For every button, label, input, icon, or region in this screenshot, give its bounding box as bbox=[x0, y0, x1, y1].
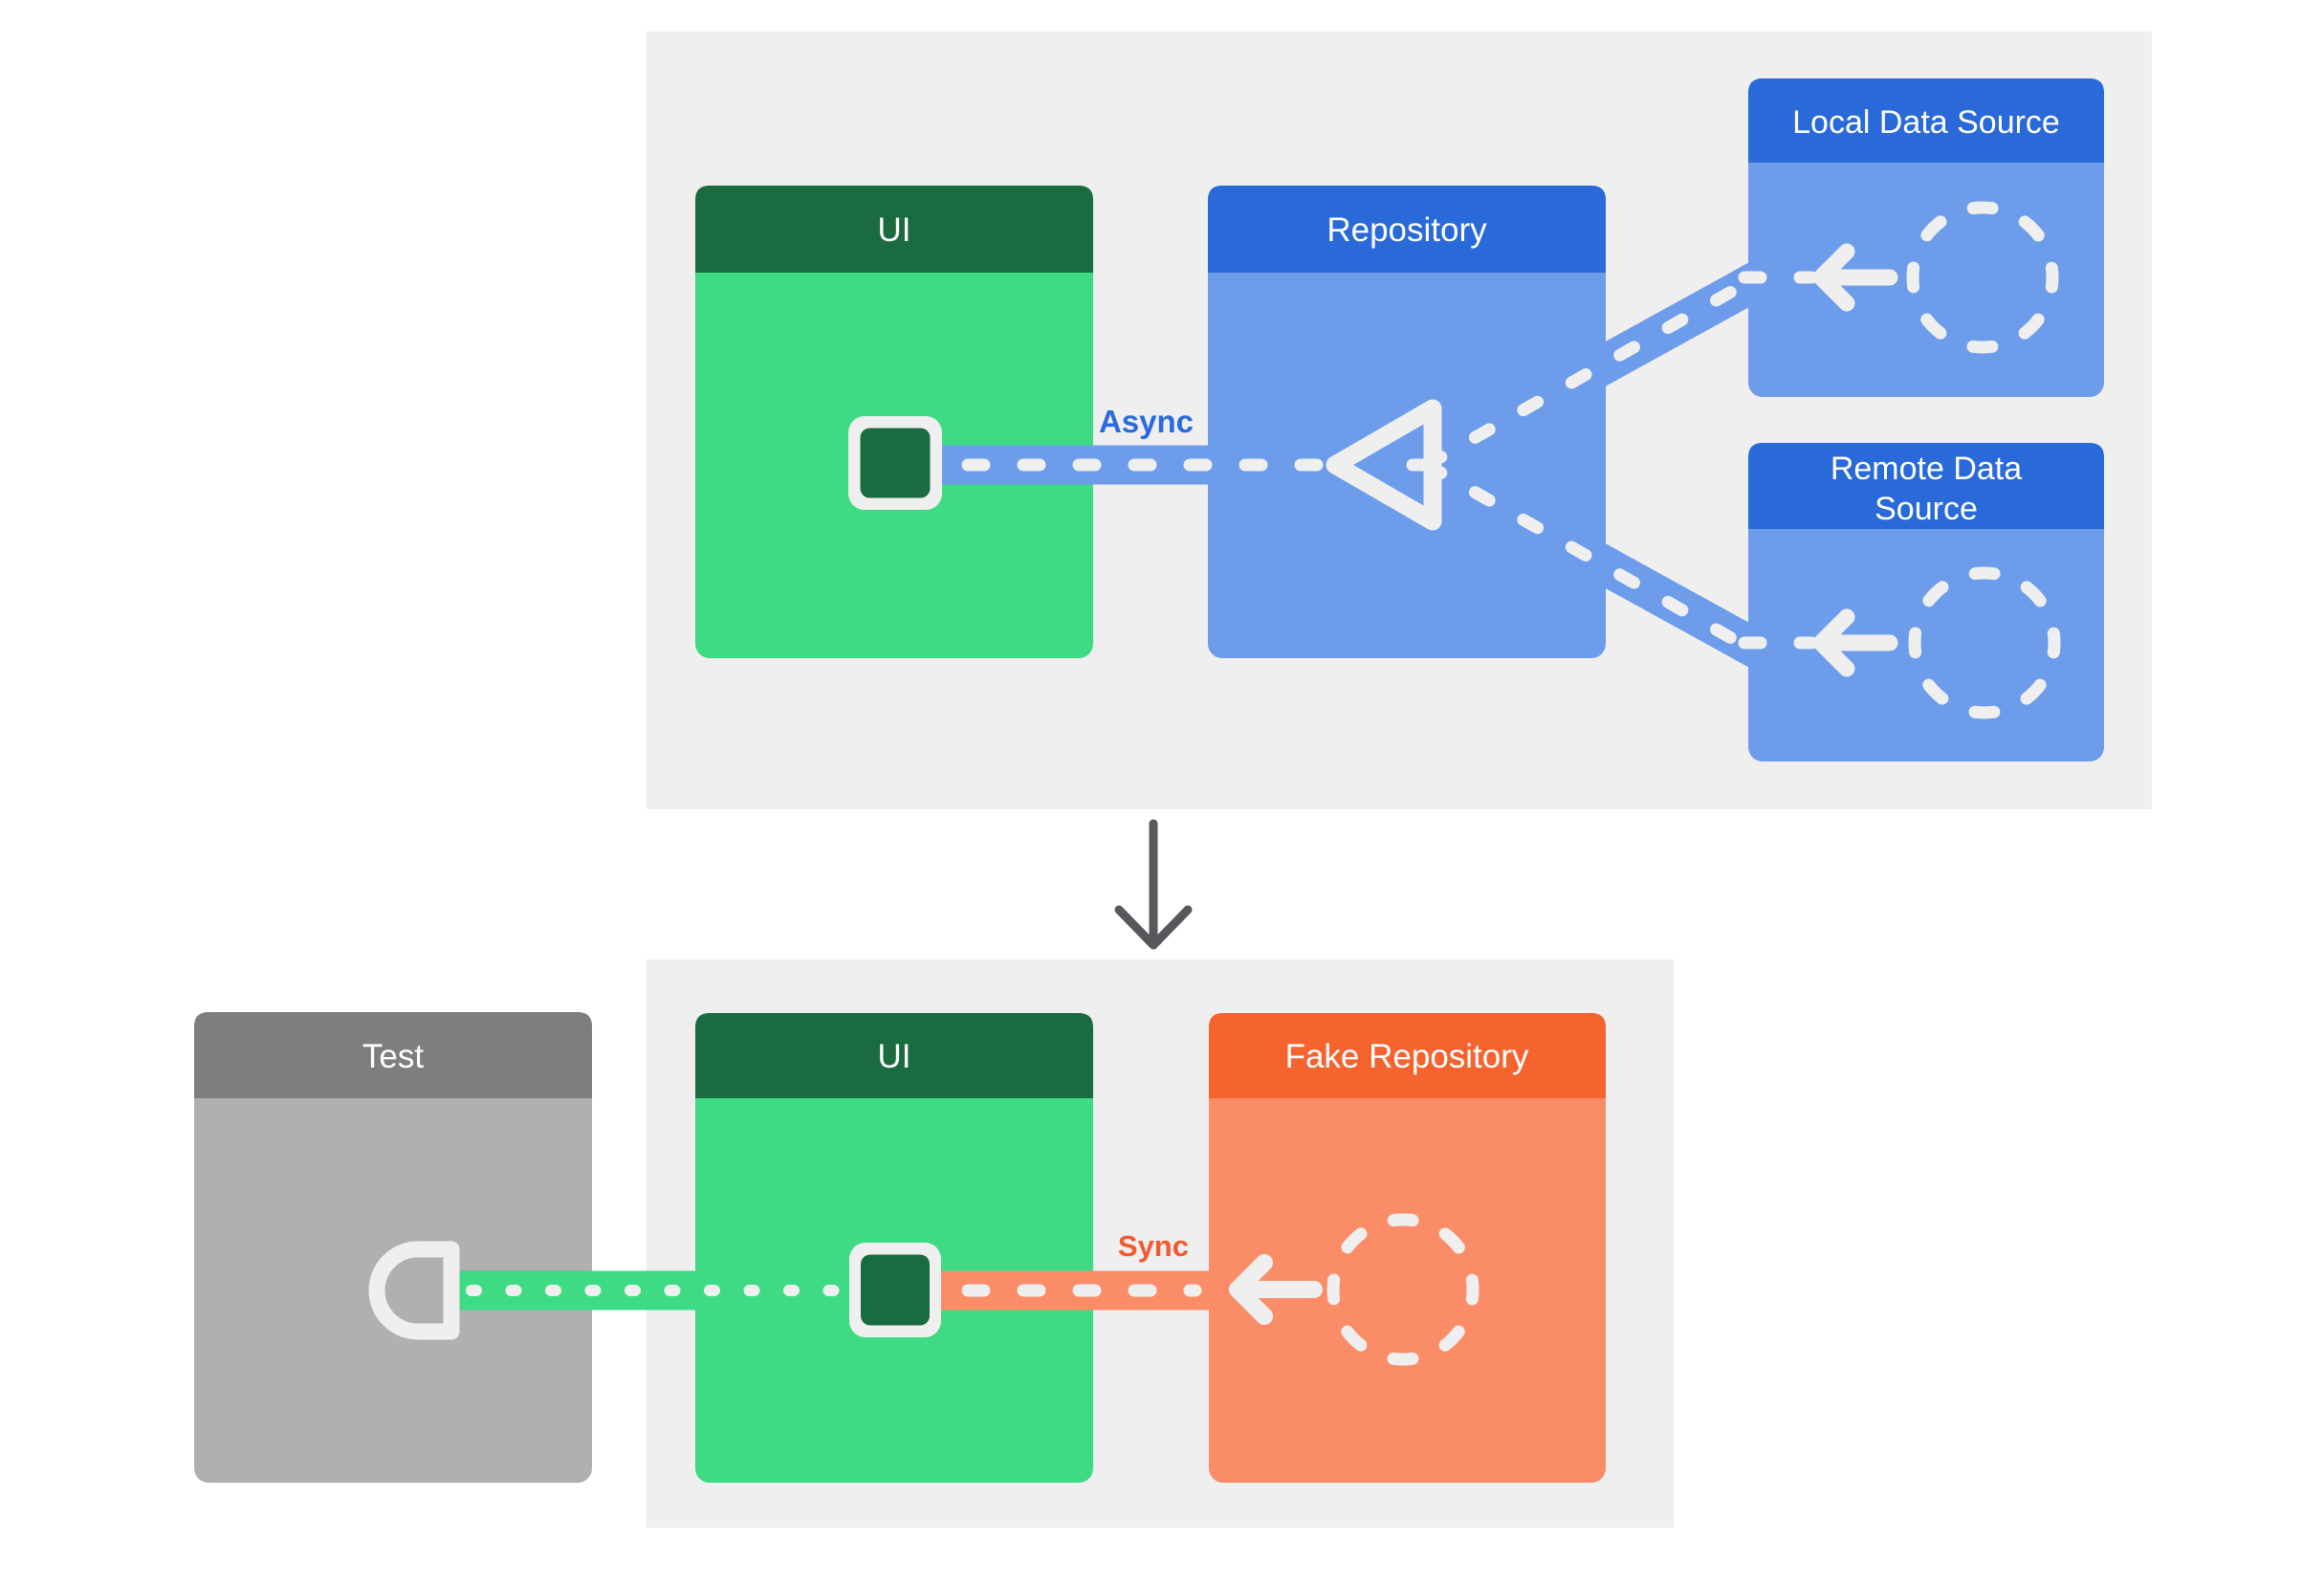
repository-header bbox=[1208, 186, 1606, 273]
remote-data-source-header bbox=[1748, 443, 2104, 529]
fake-repository-box: Fake Repository bbox=[1209, 1013, 1606, 1483]
fake-repository-dashed-circle-icon bbox=[1326, 1213, 1480, 1366]
ui-bottom-title: UI bbox=[878, 1038, 911, 1075]
ui-top-title: UI bbox=[878, 211, 911, 249]
down-arrow-icon bbox=[1114, 819, 1193, 950]
dashed-circles bbox=[1326, 201, 2061, 1366]
fake-repository-body bbox=[1209, 1013, 1606, 1483]
ui-bottom-header bbox=[695, 1013, 1093, 1098]
repository-title: Repository bbox=[1326, 211, 1487, 249]
local-data-source-header bbox=[1748, 78, 2104, 163]
ui-state-square-icon-top bbox=[848, 416, 942, 510]
dashed-flow-lines bbox=[466, 271, 1818, 1297]
remote-data-source-title-line1: Remote Data bbox=[1831, 451, 2022, 487]
remote-dashed-line bbox=[1420, 458, 1753, 653]
remote-dashed-circle-icon bbox=[1908, 566, 2061, 719]
async-label: Async bbox=[1099, 404, 1194, 439]
local-arrow-left-icon bbox=[1812, 243, 1898, 312]
local-dashed-circle-icon bbox=[1906, 201, 2059, 354]
flow-arrows bbox=[1229, 243, 1898, 1325]
test-box: Test bbox=[194, 1012, 592, 1483]
test-socket-icon bbox=[368, 1241, 460, 1340]
fake-repository-title: Fake Repository bbox=[1285, 1038, 1529, 1075]
flow-arrowhead-triangle-icon bbox=[1326, 399, 1442, 531]
test-header bbox=[194, 1012, 592, 1098]
ui-top-header bbox=[695, 186, 1093, 273]
local-dashed-line bbox=[1420, 276, 1753, 472]
fake-repository-arrow-left-icon bbox=[1229, 1254, 1323, 1325]
sync-label: Sync bbox=[1118, 1229, 1189, 1263]
local-data-source-box: Local Data Source bbox=[1748, 78, 2104, 397]
local-data-source-title: Local Data Source bbox=[1792, 104, 2060, 141]
test-title: Test bbox=[362, 1038, 424, 1075]
fake-repository-header bbox=[1209, 1013, 1606, 1098]
test-body bbox=[194, 1012, 592, 1483]
remote-arrow-left-icon bbox=[1812, 608, 1898, 677]
remote-data-source-title-line2: Source bbox=[1875, 491, 1978, 527]
ui-state-square-icon-bottom bbox=[849, 1243, 941, 1337]
